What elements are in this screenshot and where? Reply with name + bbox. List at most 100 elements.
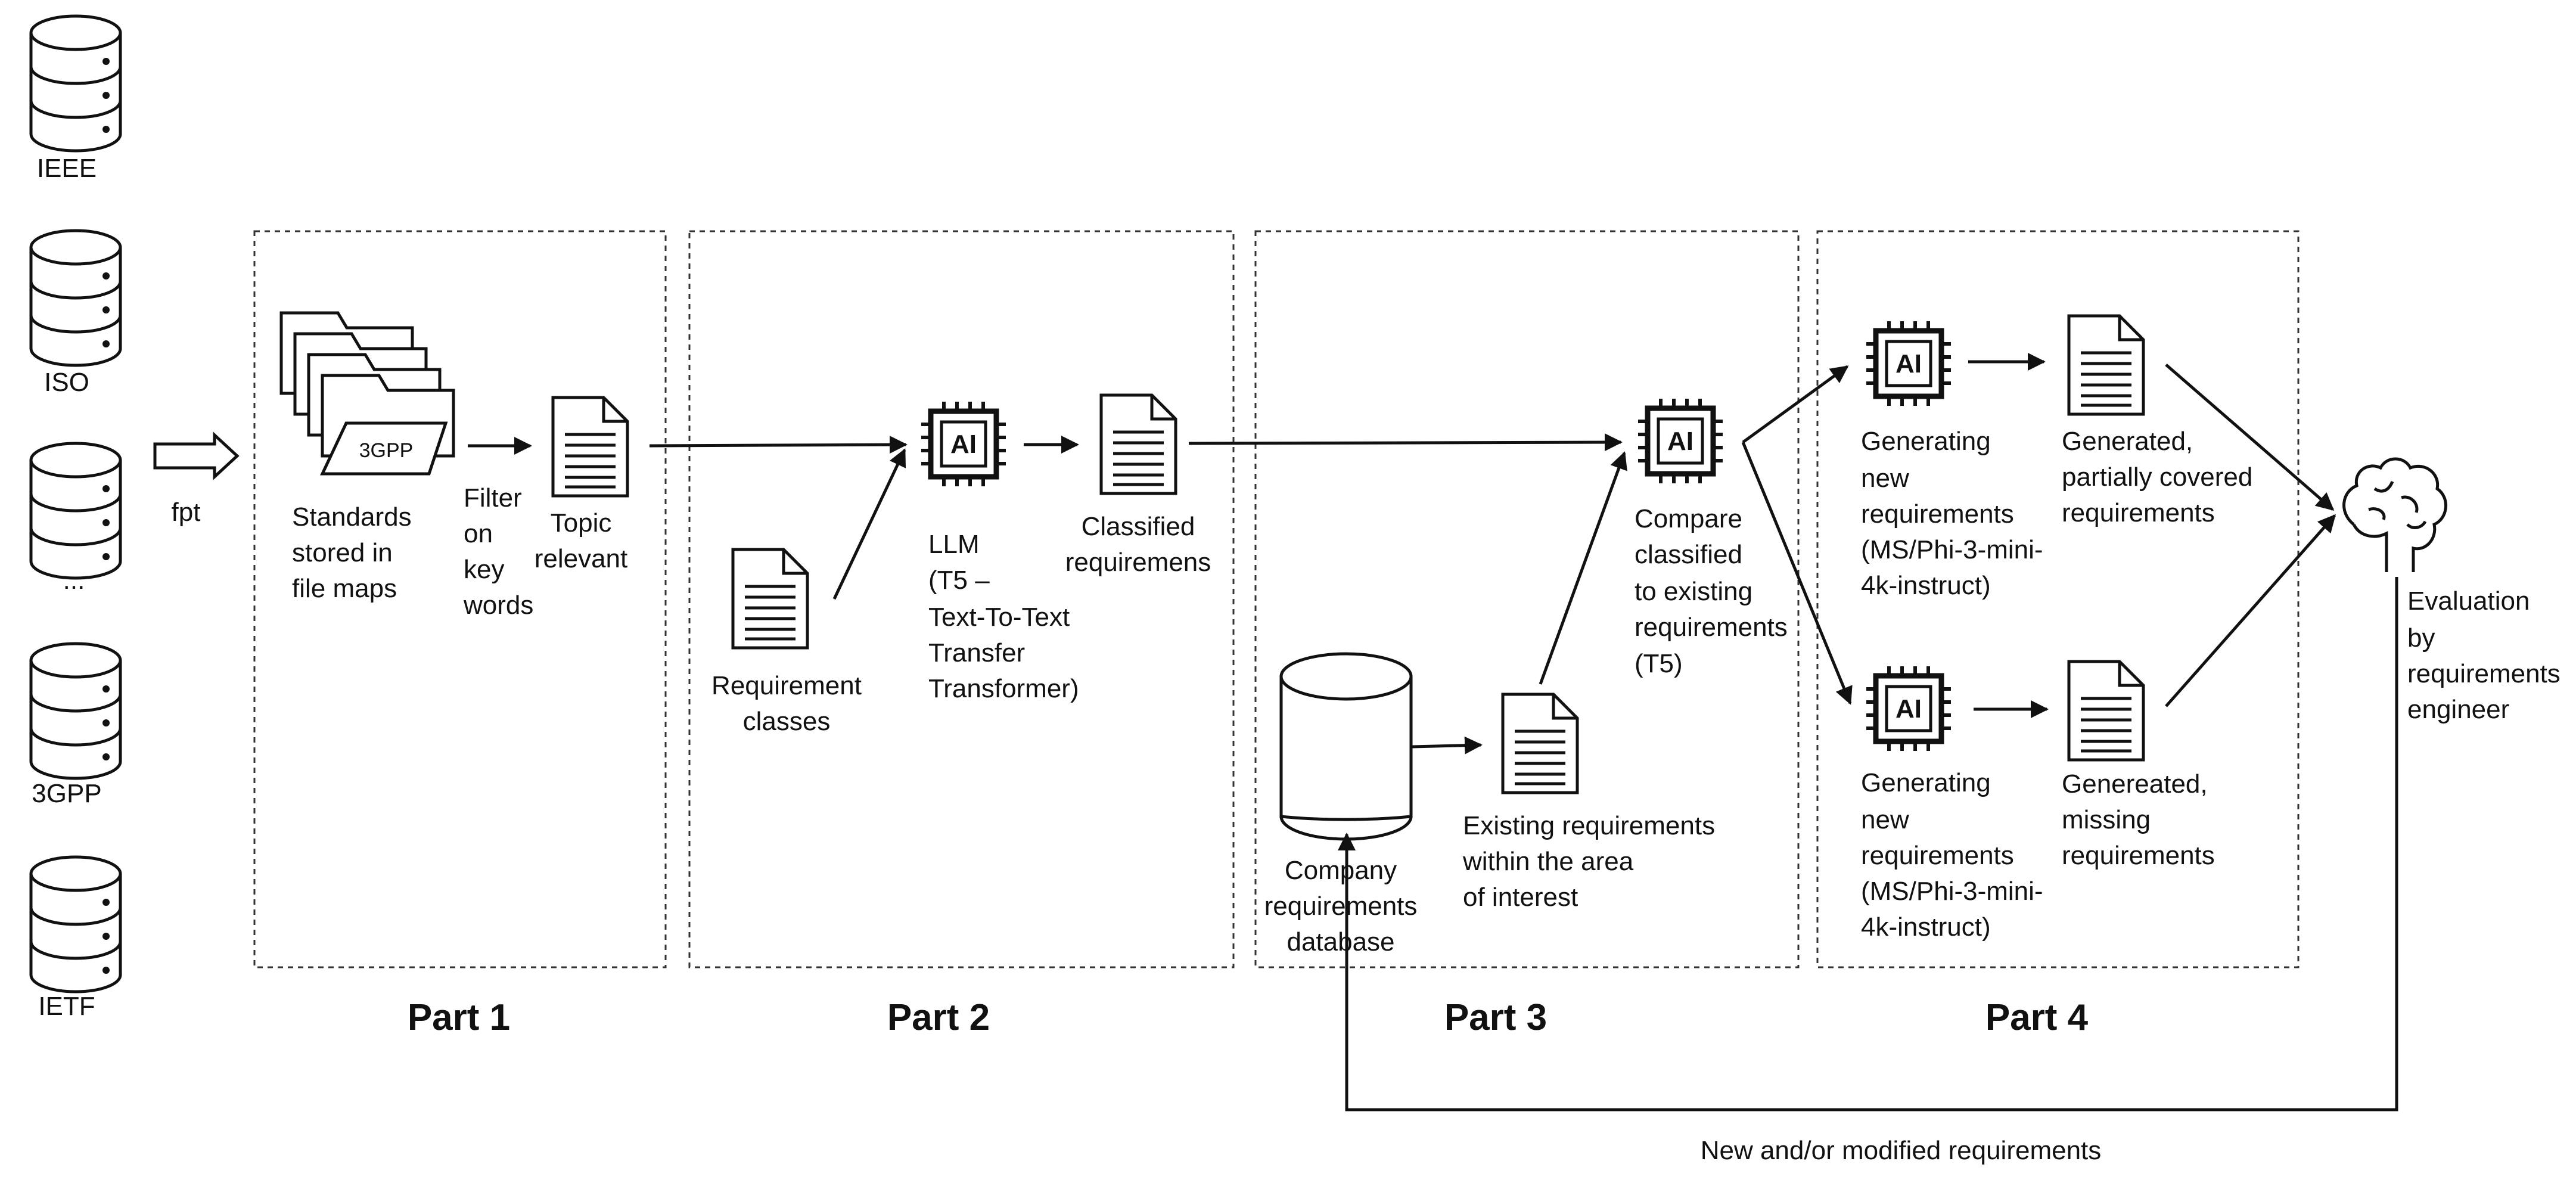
part-4-title: Part 4	[1985, 997, 2089, 1038]
source-label: ISO	[44, 368, 89, 397]
svg-text:Filter: Filter	[464, 483, 522, 513]
svg-text:engineer: engineer	[2407, 695, 2509, 724]
gen2-label: Generating new requirements (MS/Phi-3-mi…	[1861, 768, 2043, 942]
svg-text:requirements: requirements	[2062, 498, 2215, 527]
part-3-title: Part 3	[1444, 997, 1547, 1038]
topic-document-icon	[553, 398, 627, 496]
svg-text:key: key	[464, 555, 504, 584]
svg-text:requiremens: requiremens	[1065, 548, 1211, 577]
svg-text:Compare: Compare	[1635, 504, 1742, 533]
svg-text:Requirement: Requirement	[711, 671, 862, 700]
svg-text:Text-To-Text: Text-To-Text	[928, 603, 1070, 632]
svg-text:words: words	[463, 591, 533, 620]
company-database-icon	[1279, 652, 1413, 841]
part-1-box	[253, 230, 667, 968]
database-icon	[31, 231, 120, 365]
svg-text:on: on	[464, 519, 493, 548]
svg-text:4k-instruct): 4k-instruct)	[1861, 912, 1991, 942]
generated-partial-document-icon	[2069, 316, 2143, 414]
evaluation-label: Evaluation by requirements engineer	[2407, 586, 2561, 724]
arrow-compare-to-gen2	[1741, 442, 1853, 705]
svg-text:Generating: Generating	[1861, 768, 1991, 797]
svg-text:Transformer): Transformer)	[928, 674, 1079, 703]
svg-text:Standards: Standards	[292, 502, 412, 532]
ai-chip-text: AI	[950, 430, 977, 459]
svg-text:by: by	[2407, 623, 2435, 653]
source-3gpp: 3GPP	[31, 644, 120, 808]
generated-partial-label: Generated, partially covered requirement…	[2062, 427, 2252, 527]
part-2-title: Part 2	[887, 997, 990, 1038]
requirement-classes-document-icon	[733, 549, 807, 648]
ai-chip-text: AI	[1896, 694, 1922, 724]
svg-text:Generated,: Generated,	[2062, 427, 2193, 456]
standards-label: Standards stored in file maps	[292, 502, 412, 603]
source-ellipsis: ...	[31, 443, 120, 595]
svg-text:Evaluation: Evaluation	[2407, 586, 2530, 616]
svg-text:relevant: relevant	[535, 544, 628, 573]
database-icon	[31, 644, 120, 778]
svg-text:(MS/Phi-3-mini-: (MS/Phi-3-mini-	[1861, 877, 2043, 906]
existing-document-icon	[1503, 694, 1577, 793]
svg-text:requirements: requirements	[1635, 613, 1788, 642]
svg-text:new: new	[1861, 805, 1909, 834]
svg-text:4k-instruct): 4k-instruct)	[1861, 571, 1991, 600]
part-3-box	[1254, 230, 1800, 968]
svg-text:(T5): (T5)	[1635, 649, 1683, 678]
folder-tag: 3GPP	[359, 439, 414, 462]
company-db-label: Company requirements database	[1264, 856, 1418, 957]
fpt-arrow-icon	[153, 431, 240, 480]
svg-text:Generating: Generating	[1861, 427, 1991, 456]
source-label: 3GPP	[32, 779, 101, 808]
svg-text:(MS/Phi-3-mini-: (MS/Phi-3-mini-	[1861, 535, 2043, 564]
svg-text:Transfer: Transfer	[928, 638, 1025, 667]
arrow-missing-to-evaluation	[2165, 514, 2336, 707]
existing-label: Existing requirements within the area of…	[1462, 811, 1715, 912]
svg-text:requirements: requirements	[1861, 841, 2014, 870]
svg-text:within the area: within the area	[1462, 847, 1634, 876]
svg-text:file maps: file maps	[292, 574, 397, 603]
svg-text:to existing: to existing	[1635, 577, 1752, 606]
svg-text:requirements: requirements	[2062, 841, 2215, 870]
svg-text:partially covered: partially covered	[2062, 462, 2252, 492]
arrow-compare-to-gen1	[1742, 365, 1849, 444]
svg-text:new: new	[1861, 464, 1909, 493]
arrow-topic-to-llm	[649, 436, 908, 454]
arrow-db-to-existing	[1412, 736, 1483, 754]
ai-chip-text: AI	[1896, 349, 1922, 378]
brain-icon	[2342, 457, 2447, 572]
database-icon	[31, 443, 120, 578]
svg-text:Classified: Classified	[1082, 512, 1195, 541]
database-icon	[31, 16, 120, 151]
filter-label: Filter on key words	[463, 483, 533, 620]
llm-label: LLM (T5 – Text-To-Text Transfer Transfor…	[928, 530, 1079, 703]
source-label: ...	[63, 566, 85, 595]
feedback-loop-arrow	[1338, 577, 2398, 1111]
svg-text:LLM: LLM	[928, 530, 980, 559]
arrow-classified-to-compare	[1188, 433, 1623, 452]
svg-text:classes: classes	[743, 707, 831, 736]
ai-chip-text: AI	[1667, 427, 1693, 456]
svg-text:(T5 –: (T5 –	[928, 566, 990, 595]
folder-stack-icon: 3GPP	[281, 313, 453, 476]
svg-text:Genereated,: Genereated,	[2062, 769, 2208, 799]
part-1-title: Part 1	[408, 997, 510, 1038]
classified-document-icon	[1101, 395, 1176, 493]
classified-label: Classified requiremens	[1065, 512, 1211, 577]
source-label: IEEE	[37, 154, 97, 183]
svg-text:missing: missing	[2062, 805, 2151, 834]
fpt-label: fpt	[172, 498, 201, 527]
svg-text:Existing requirements: Existing requirements	[1463, 811, 1715, 840]
requirement-classes-label: Requirement classes	[711, 671, 862, 736]
svg-text:requirements: requirements	[1861, 499, 2014, 529]
topic-label: Topic relevant	[535, 508, 628, 573]
generated-missing-document-icon	[2069, 662, 2143, 760]
svg-text:Company: Company	[1285, 856, 1397, 885]
generated-missing-label: Genereated, missing requirements	[2062, 769, 2215, 870]
source-label: IETF	[38, 992, 95, 1021]
source-ieee: IEEE	[31, 16, 120, 183]
feedback-label: New and/or modified requirements	[1701, 1136, 2102, 1165]
source-iso: ISO	[31, 231, 120, 397]
arrow-existing-to-compare	[1539, 451, 1627, 685]
svg-text:requirements: requirements	[1264, 892, 1418, 921]
